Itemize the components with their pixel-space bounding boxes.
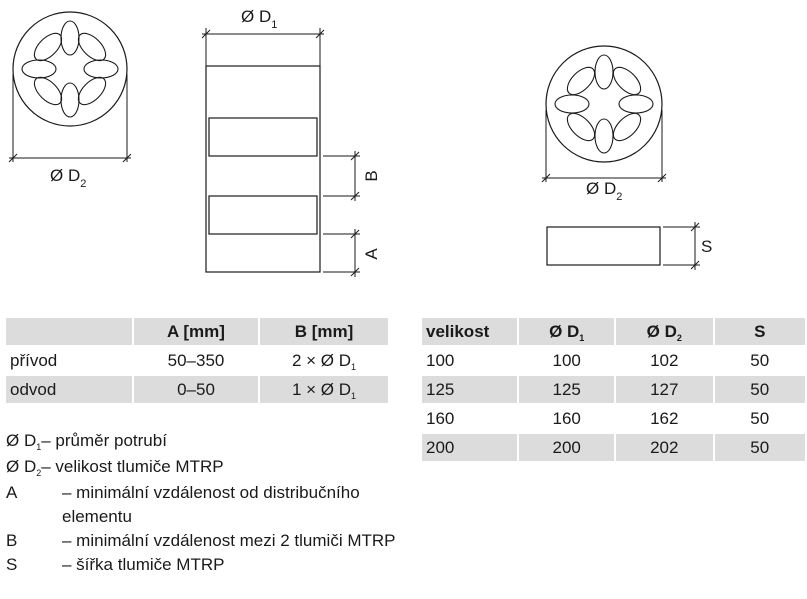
cell-size: 160: [426, 408, 455, 428]
dimension-d1: [201, 28, 325, 66]
legend-item-d2: Ø D2 – velikost tlumiče MTRP: [6, 457, 224, 478]
cell-d2: 127: [615, 376, 713, 403]
cell-size: 200: [422, 434, 518, 461]
damper-side-view: [546, 226, 661, 266]
damper-lower: [208, 195, 318, 235]
damper-face-right: [545, 45, 663, 163]
label-a: A: [362, 248, 381, 260]
legend-item-d1: Ø D1 – průměr potrubí: [6, 431, 167, 452]
column-header-d1: Ø D1: [519, 318, 614, 345]
table-row: přívod 50–350 2 × Ø D1: [6, 347, 388, 374]
technical-drawing: Ø D2 Ø D1 B A: [8, 7, 712, 277]
duct-outline: [205, 65, 321, 273]
dimension-a: [323, 229, 360, 277]
cell-a: 50–350: [167, 350, 225, 370]
cell-s: 50: [714, 376, 805, 403]
label-s: S: [701, 237, 712, 256]
column-header-b: B [mm]: [260, 318, 388, 345]
cell-d1: 160: [552, 408, 581, 428]
cell-d2: 162: [650, 408, 679, 428]
legend: Ø D1 – průměr potrubí Ø D2 – velikost tl…: [6, 429, 406, 577]
cell-d1: 200: [519, 434, 614, 461]
column-header-d2: Ø D2: [615, 318, 713, 345]
distance-table: A [mm] B [mm] přívod 50–350 2 × Ø D1 odv…: [4, 316, 390, 405]
table-row: 125 125 127 50: [422, 376, 805, 403]
table-header-row: A [mm] B [mm]: [6, 318, 388, 345]
table-header-row: velikost Ø D1 Ø D2 S: [422, 318, 805, 345]
row-label: přívod: [10, 350, 58, 370]
legend-item-s: S – šířka tlumiče MTRP: [6, 555, 225, 574]
label-d2-left: Ø D2: [50, 166, 86, 190]
table-row: 100 100 102 50: [422, 347, 805, 374]
dimension-b: [323, 151, 360, 201]
cell-a: 0–50: [134, 376, 258, 403]
cell-size: 125: [422, 376, 518, 403]
cell-s: 50: [714, 434, 805, 461]
cell-size: 100: [426, 350, 455, 370]
table-row: 160 160 162 50: [422, 405, 805, 432]
cell-d1: 125: [519, 376, 614, 403]
column-header-a: A [mm]: [134, 318, 258, 345]
column-header-s: S: [714, 318, 805, 345]
dimension-d2-right: [541, 110, 667, 183]
legend-item-b: B – minimální vzdálenost mezi 2 tlumiči …: [6, 531, 396, 550]
label-b: B: [362, 170, 381, 181]
cell-b: 2 × Ø D1: [291, 350, 357, 372]
table-row: odvod 0–50 1 × Ø D1: [6, 376, 388, 403]
cell-s: 50: [750, 408, 770, 428]
cell-s: 50: [750, 350, 770, 370]
damper-upper: [208, 117, 318, 157]
column-header-size: velikost: [422, 318, 518, 345]
label-d1: Ø D1: [241, 7, 277, 31]
cell-d2: 202: [615, 434, 713, 461]
cell-b: 1 × Ø D1: [260, 376, 388, 403]
cell-d1: 100: [552, 350, 581, 370]
dimension-s: [663, 222, 700, 270]
column-header-empty: [6, 318, 132, 345]
size-table: velikost Ø D1 Ø D2 S 100 100 102 50 125 …: [420, 316, 807, 463]
row-label: odvod: [6, 376, 132, 403]
damper-face-left: [12, 11, 128, 127]
label-d2-right: Ø D2: [586, 179, 622, 203]
dimension-d2-left: [8, 74, 132, 163]
cell-d2: 102: [650, 350, 679, 370]
table-row: 200 200 202 50: [422, 434, 805, 461]
legend-item-a: A – minimální vzdálenost od distribučníh…: [6, 483, 360, 526]
